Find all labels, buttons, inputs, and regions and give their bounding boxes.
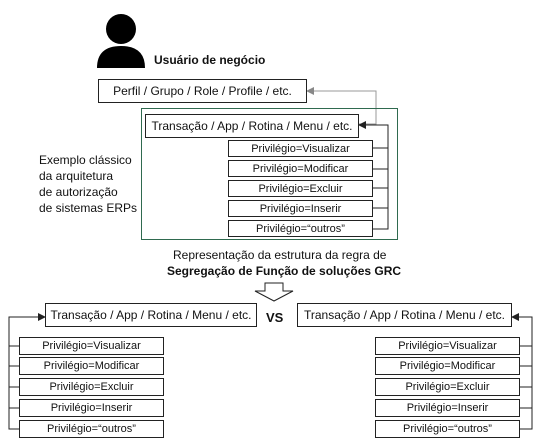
right-privilege-visualizar: Privilégio=Visualizar (375, 337, 520, 355)
top-priv-connector (358, 121, 389, 149)
privilege-excluir: Privilégio=Excluir (228, 180, 373, 197)
privilege-modificar: Privilégio=Modificar (228, 160, 373, 177)
right-priv-connector (511, 313, 533, 347)
privilege-inserir: Privilégio=Inserir (228, 200, 373, 217)
vs-label: VS (266, 310, 284, 325)
transaction-box-top: Transação / App / Rotina / Menu / etc. (145, 114, 359, 138)
left-privilege-excluir: Privilégio=Excluir (19, 378, 164, 396)
erp-architecture-frame (141, 108, 398, 240)
left-privilege-visualizar: Privilégio=Visualizar (19, 337, 164, 355)
left-priv-connector (8, 313, 46, 347)
caption-line-1: Representação da estrutura da regra de (173, 248, 387, 262)
right-privilege-modificar: Privilégio=Modificar (375, 357, 520, 375)
left-privilege-inserir: Privilégio=Inserir (19, 399, 164, 417)
down-arrow-icon (254, 282, 294, 302)
right-privilege-inserir: Privilégio=Inserir (375, 399, 520, 417)
transaction-box-right: Transação / App / Rotina / Menu / etc. (297, 303, 512, 327)
profile-box: Perfil / Grupo / Role / Profile / etc. (98, 79, 307, 103)
left-privilege-modificar: Privilégio=Modificar (19, 357, 164, 375)
user-label: Usuário de negócio (154, 53, 266, 67)
caption-line-2: Segregação de Função de soluções GRC (167, 264, 402, 278)
person-icon (95, 12, 147, 68)
right-privilege-excluir: Privilégio=Excluir (375, 378, 520, 396)
privilege-visualizar: Privilégio=Visualizar (228, 140, 373, 157)
right-privilege-outros: Privilégio=“outros” (375, 420, 520, 438)
privilege-outros: Privilégio=“outros” (228, 220, 373, 237)
transaction-box-left: Transação / App / Rotina / Menu / etc. (45, 303, 257, 327)
erp-description: Exemplo clássico da arquitetura de autor… (39, 153, 138, 215)
left-privilege-outros: Privilégio=“outros” (19, 420, 164, 438)
